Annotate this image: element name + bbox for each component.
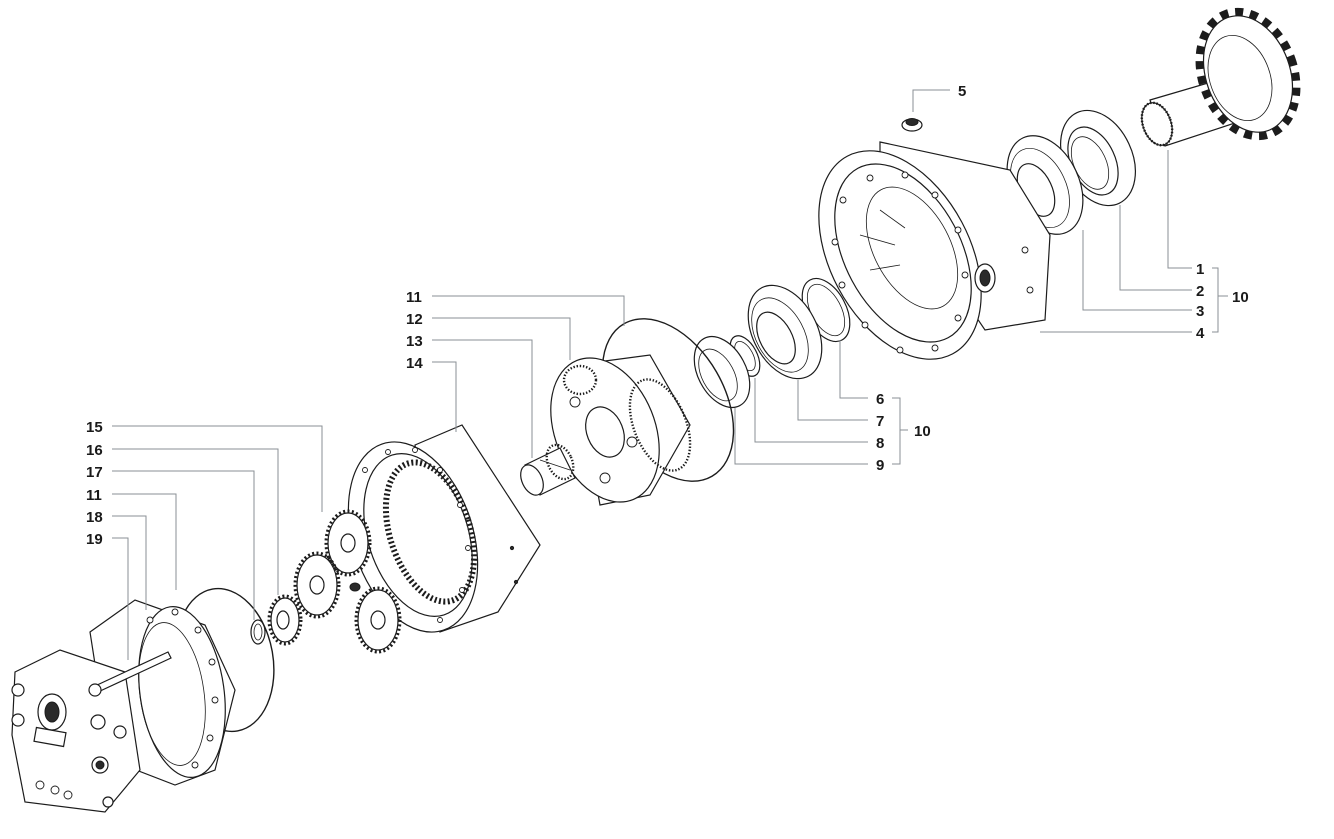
gearbox-housing bbox=[818, 141, 1051, 360]
callout-8: 8 bbox=[876, 435, 884, 452]
callout-11-lower: 11 bbox=[86, 487, 102, 504]
callout-group-10-right: 10 bbox=[1232, 289, 1249, 306]
callout-17: 17 bbox=[86, 464, 103, 481]
callout-13: 13 bbox=[406, 333, 423, 350]
callout-5: 5 bbox=[958, 83, 966, 100]
callout-15: 15 bbox=[86, 419, 103, 436]
callout-9: 9 bbox=[876, 457, 884, 474]
callout-3: 3 bbox=[1196, 303, 1204, 320]
sun-gear bbox=[267, 594, 303, 646]
seal-ring bbox=[1060, 109, 1136, 207]
callout-labels: 1 2 3 4 10 5 6 7 8 9 10 11 12 13 14 15 1… bbox=[86, 83, 1249, 548]
callout-1: 1 bbox=[1196, 261, 1204, 278]
callout-19: 19 bbox=[86, 531, 103, 548]
ring-gear bbox=[347, 424, 541, 633]
callout-4: 4 bbox=[1196, 325, 1205, 342]
callout-7: 7 bbox=[876, 413, 884, 430]
callout-18: 18 bbox=[86, 509, 103, 526]
callout-2: 2 bbox=[1196, 283, 1204, 300]
inner-bearing bbox=[747, 284, 823, 380]
callout-6: 6 bbox=[876, 391, 884, 408]
callout-12: 12 bbox=[406, 311, 423, 328]
output-pinion-shaft bbox=[1140, 7, 1301, 147]
sun-gear-shaft bbox=[520, 443, 576, 496]
planet-gear-set bbox=[293, 509, 402, 654]
callout-16: 16 bbox=[86, 442, 103, 459]
planet-carrier bbox=[550, 354, 692, 506]
thrust-washer bbox=[693, 336, 751, 408]
snap-ring bbox=[250, 619, 266, 645]
plug bbox=[901, 118, 923, 132]
hydraulic-motor bbox=[11, 599, 236, 813]
callout-14: 14 bbox=[406, 355, 423, 372]
callout-11-upper: 11 bbox=[406, 289, 422, 306]
leader-lines bbox=[112, 89, 1228, 660]
callout-group-10-middle: 10 bbox=[914, 423, 931, 440]
